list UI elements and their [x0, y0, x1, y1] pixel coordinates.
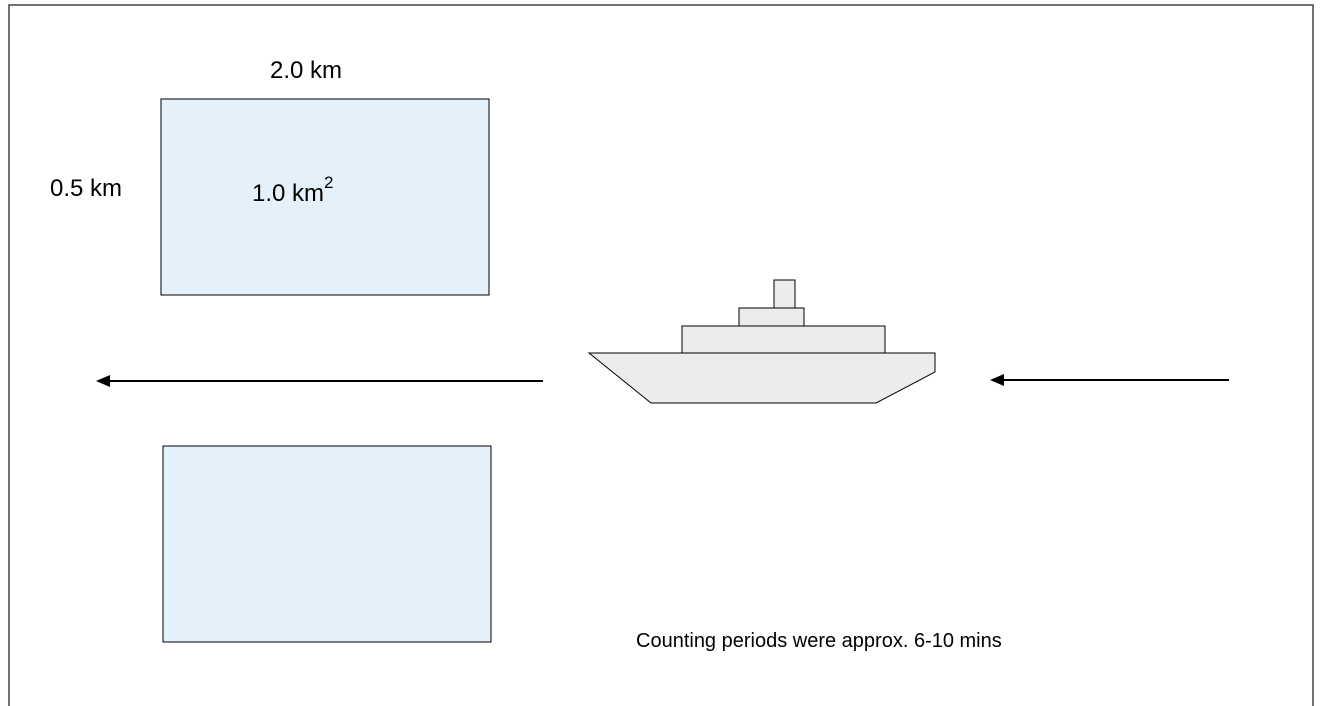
ship-funnel [773, 279, 796, 309]
travel-arrow-left [96, 375, 543, 387]
ship-icon [587, 279, 936, 404]
area-exponent: 2 [324, 173, 334, 192]
survey-strip-bottom [162, 445, 492, 643]
ship-upper-deck [738, 307, 805, 327]
strip-area-label: 1.0 km2 [252, 173, 334, 208]
ship-hull [587, 352, 936, 404]
frame [8, 4, 1314, 706]
area-value: 1.0 km [252, 180, 325, 207]
strip-width-label: 2.0 km [270, 57, 343, 84]
strip-height-label: 0.5 km [50, 175, 123, 202]
survey-strip-top [160, 98, 490, 296]
travel-arrow-right [990, 374, 1229, 386]
ship-cabin [681, 325, 886, 355]
counting-period-note: Counting periods were approx. 6-10 mins [636, 630, 1002, 652]
